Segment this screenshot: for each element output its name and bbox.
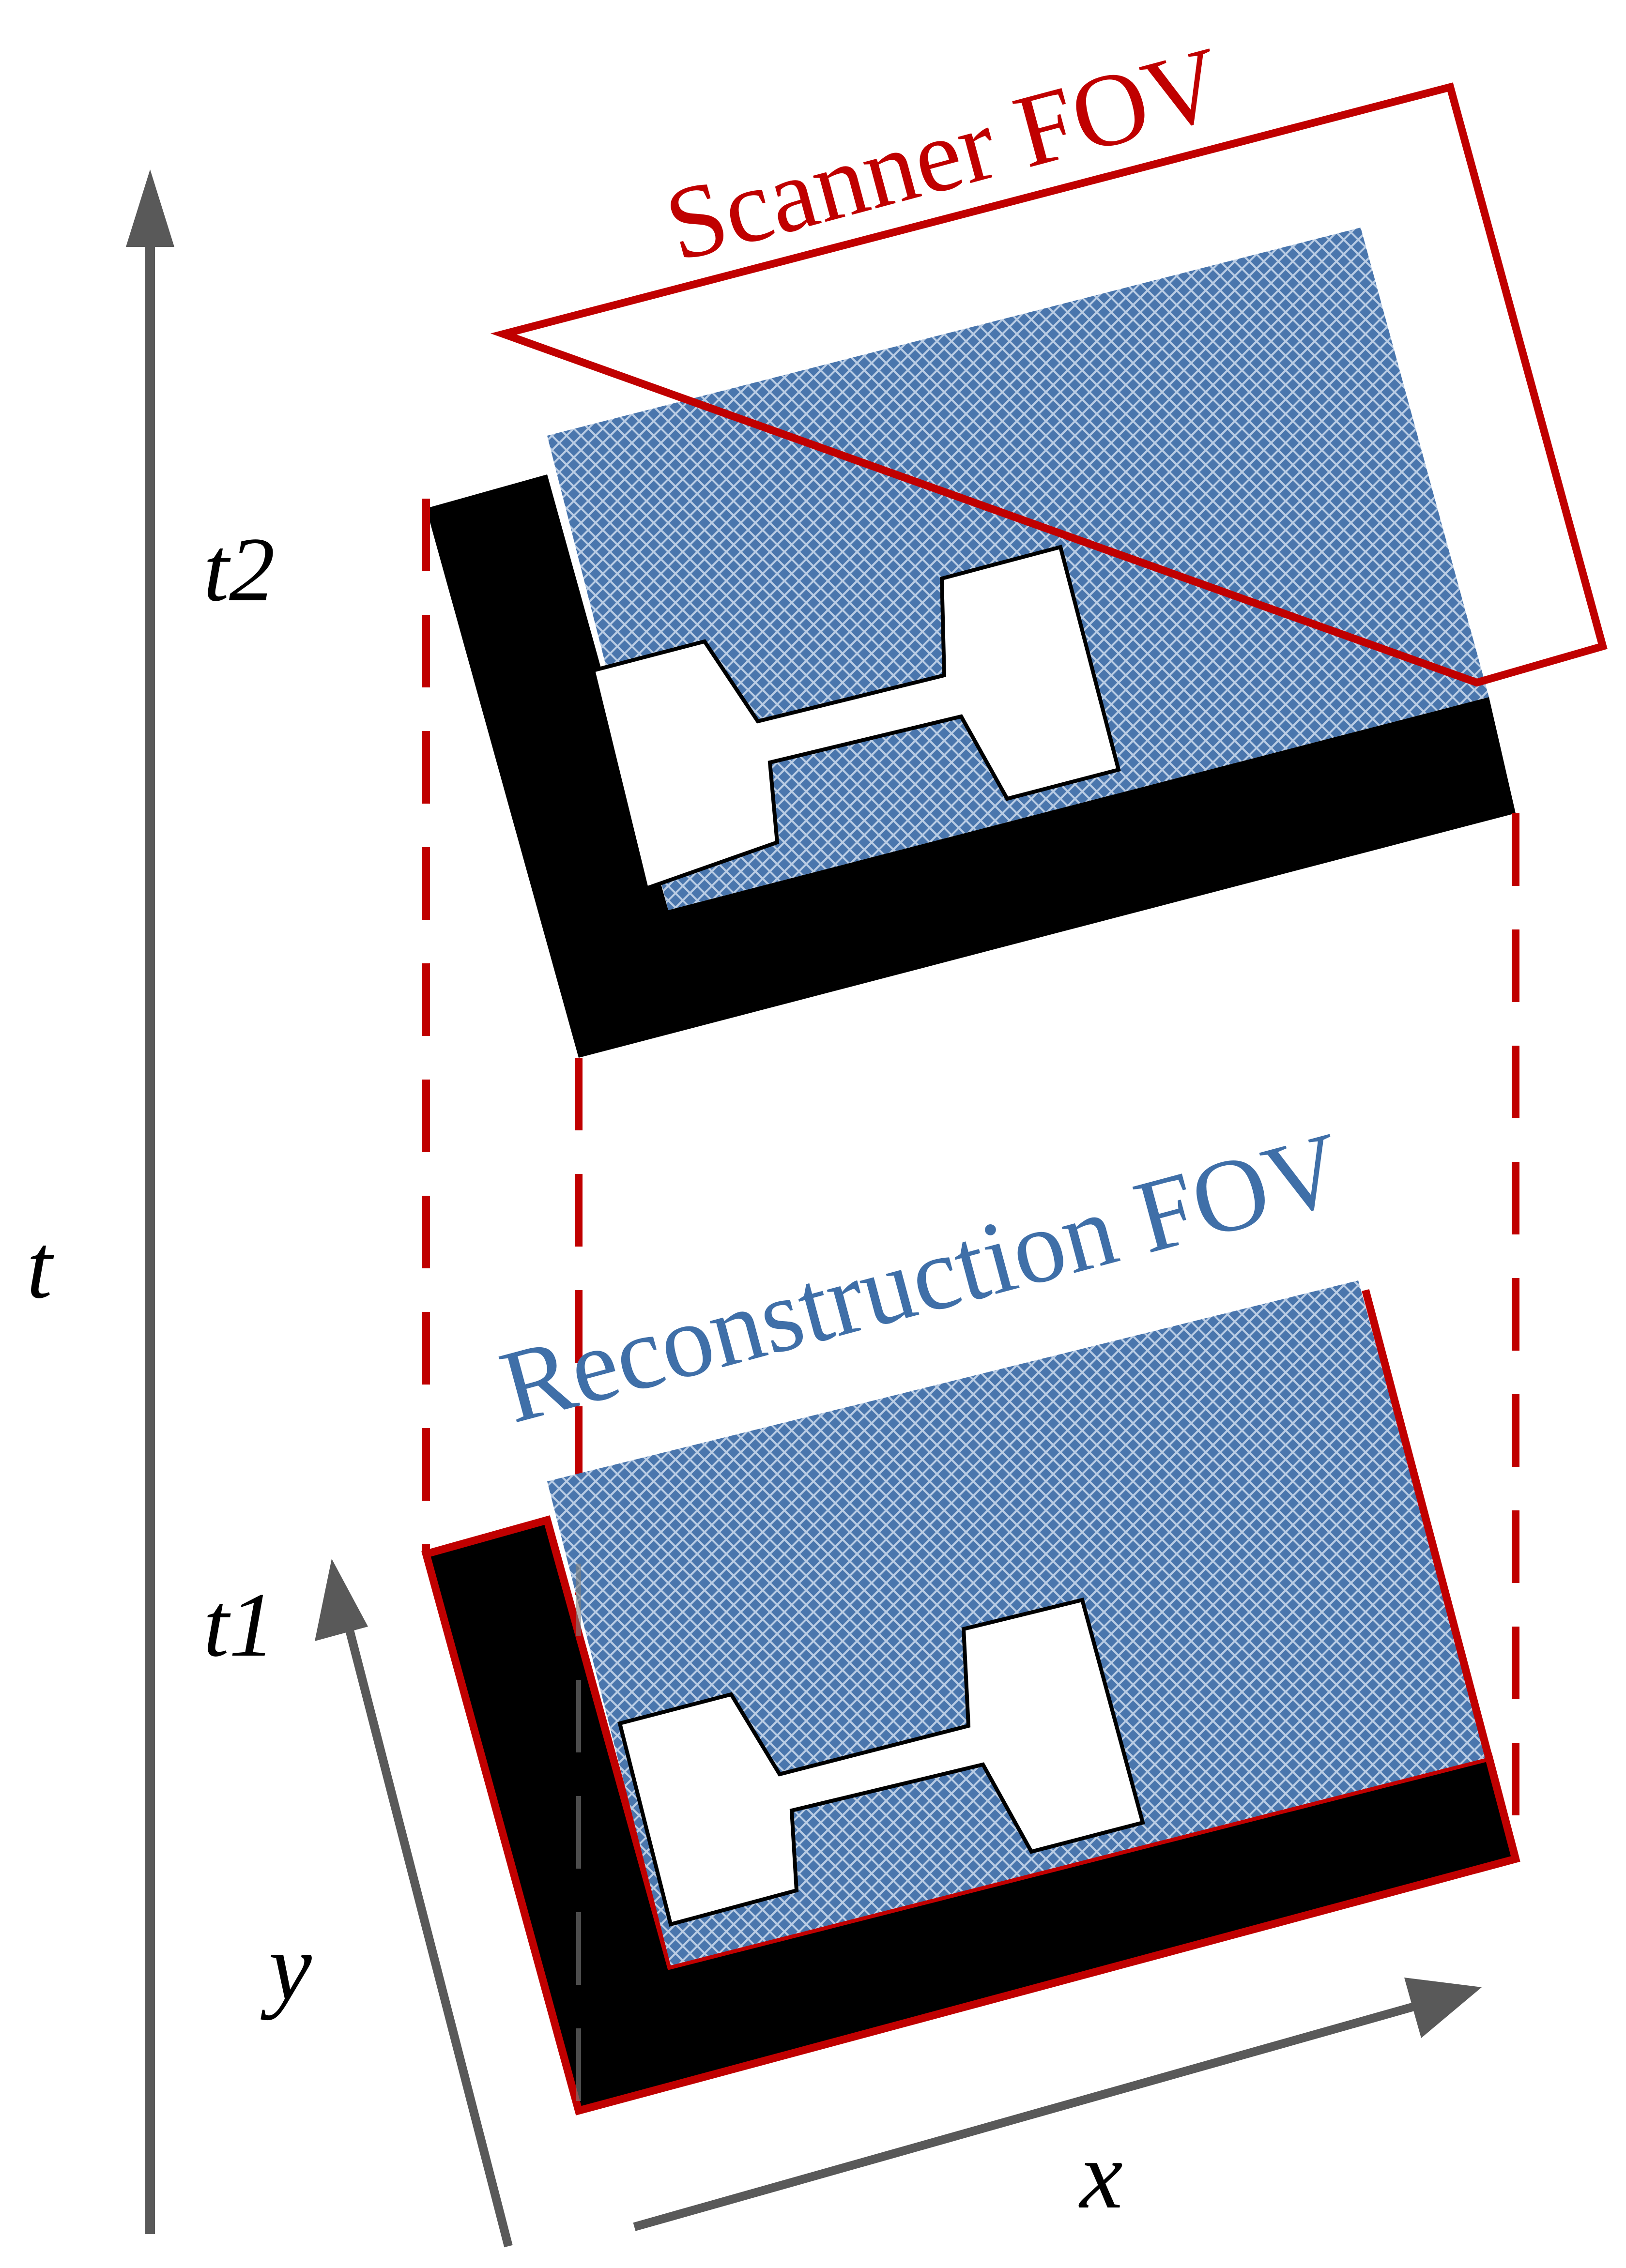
scanner-fov-rect — [490, 82, 1608, 687]
x-axis — [633, 1978, 1482, 2231]
specimen-t2 — [591, 545, 1121, 891]
x-axis-arrowhead — [1404, 1978, 1482, 2038]
x-axis-label: x — [1078, 2122, 1123, 2229]
y-axis-arrowhead — [315, 1559, 368, 1641]
sample-holder-t2 — [426, 474, 1516, 1058]
t-axis-arrowhead — [126, 169, 174, 247]
slice-t2 — [426, 82, 1608, 1058]
t-axis — [126, 169, 174, 2234]
t-axis-label: t — [27, 1216, 54, 1318]
slice-t1 — [421, 1280, 1520, 2116]
t2-label: t2 — [203, 519, 275, 621]
t1-label: t1 — [203, 1574, 275, 1676]
y-axis-label: y — [261, 1914, 312, 2021]
scanner-fov-label: Scanner FOV — [654, 24, 1234, 283]
specimen-t1 — [617, 1598, 1145, 1927]
y-axis — [315, 1559, 513, 2248]
